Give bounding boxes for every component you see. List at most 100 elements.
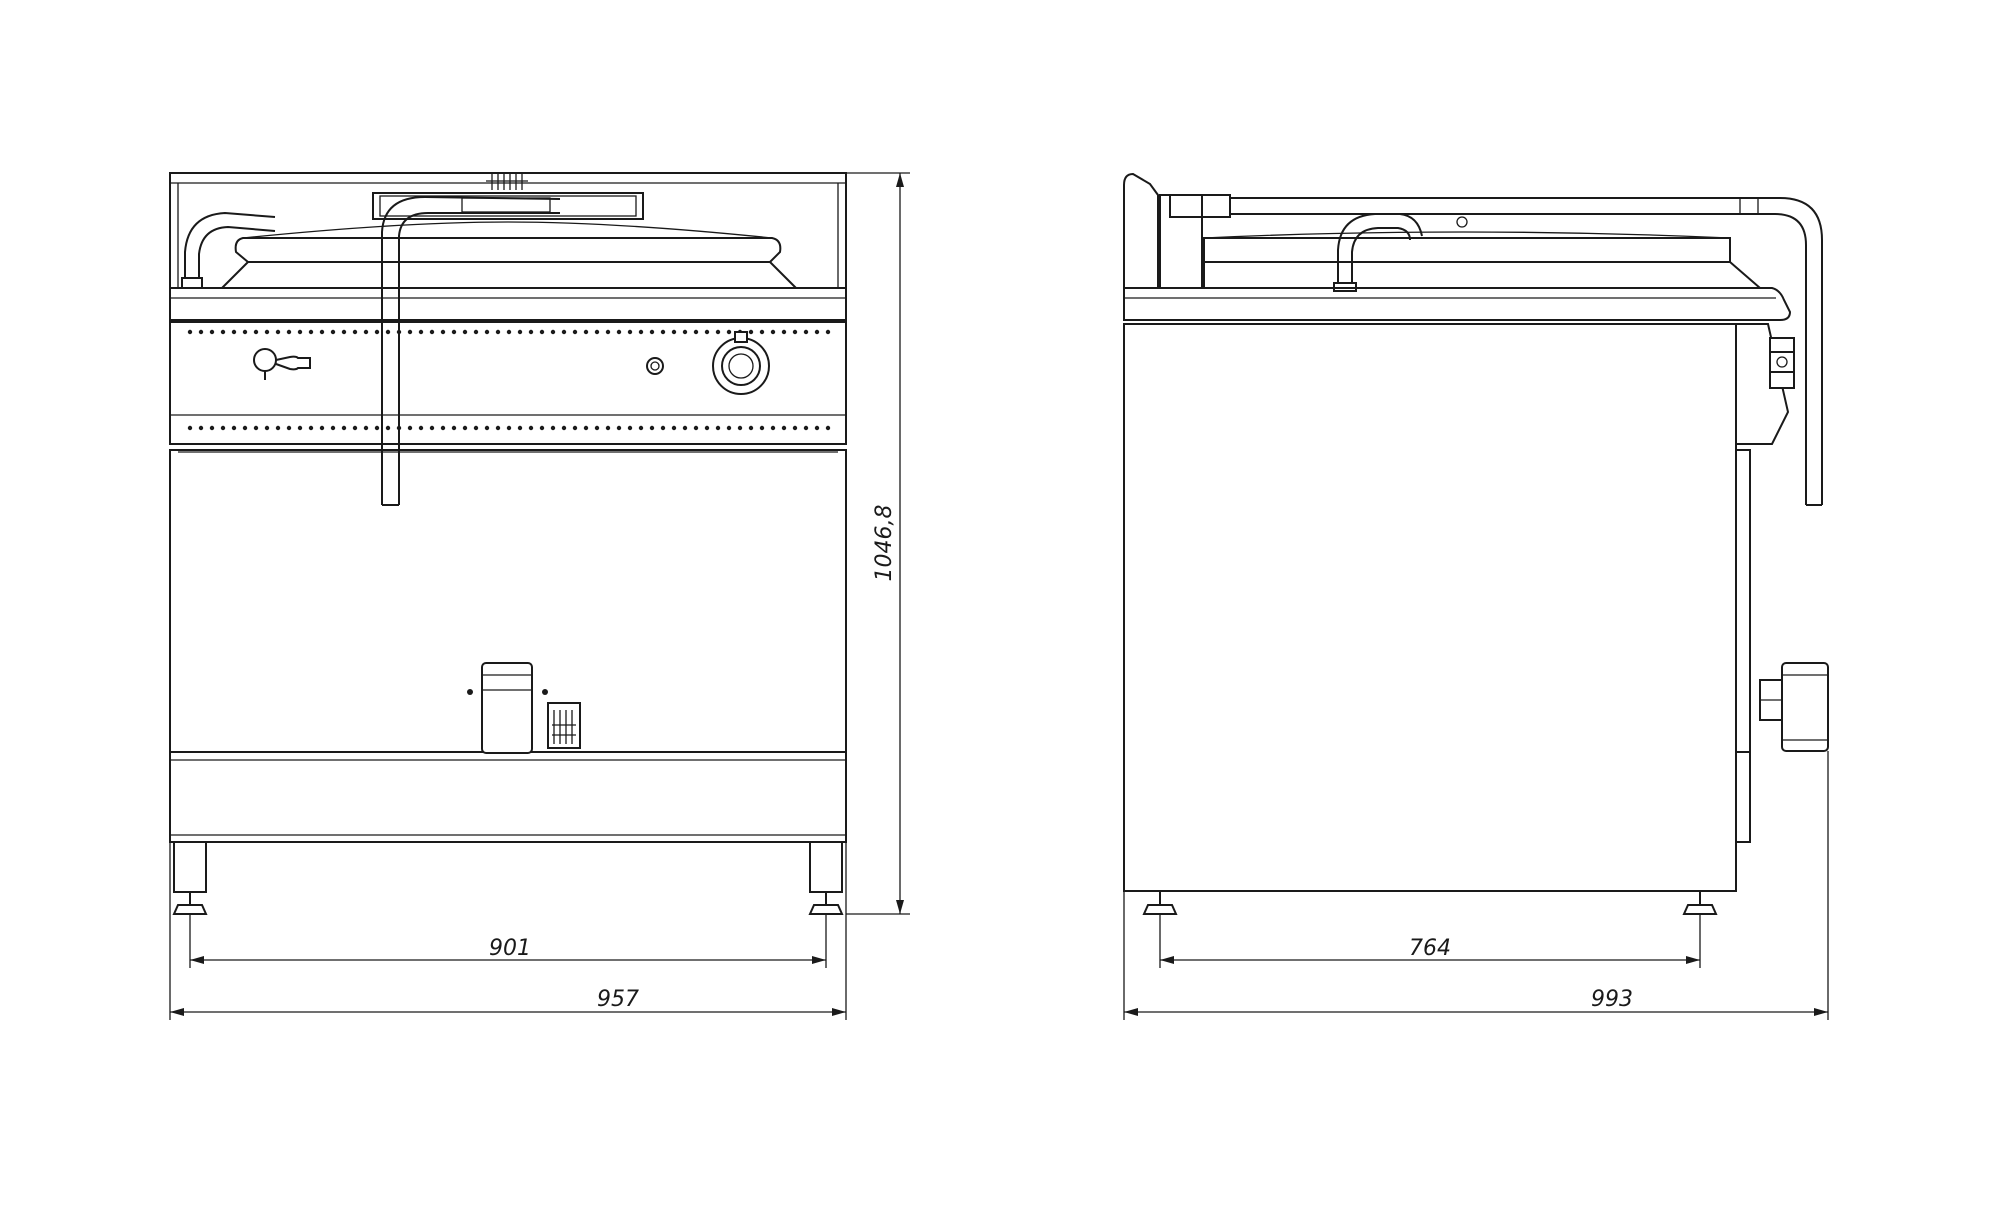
vent-hole <box>418 425 424 431</box>
gas-valve-handle-icon <box>253 348 311 380</box>
vent-hole <box>462 425 468 431</box>
side-leg-back <box>1142 891 1178 915</box>
vent-hole <box>506 329 512 335</box>
vent-hole <box>715 329 721 335</box>
front-lid <box>221 221 797 289</box>
vent-hole <box>396 425 402 431</box>
vent-hole <box>693 425 699 431</box>
vent-hole <box>605 329 611 335</box>
front-width-dimension: 957 <box>169 842 847 1020</box>
vent-hole <box>374 425 380 431</box>
vent-hole <box>341 425 347 431</box>
vent-hole <box>638 425 644 431</box>
front-top-vent <box>486 173 528 190</box>
front-feet-dimension: 901 <box>189 914 827 968</box>
vent-hole <box>352 329 358 335</box>
overall-height-label: 1046,8 <box>872 505 897 582</box>
side-control-strip <box>1736 323 1795 445</box>
vent-hole <box>451 329 457 335</box>
vent-hole <box>462 329 468 335</box>
vent-hole <box>231 425 237 431</box>
vent-hole <box>264 425 270 431</box>
vent-hole <box>748 329 754 335</box>
vent-hole <box>264 329 270 335</box>
vent-hole <box>550 329 556 335</box>
vent-hole <box>726 329 732 335</box>
vent-hole <box>682 425 688 431</box>
front-vent-holes-upper <box>187 329 831 335</box>
vent-hole <box>418 329 424 335</box>
vent-hole <box>385 425 391 431</box>
vent-hole <box>627 329 633 335</box>
vent-hole <box>297 329 303 335</box>
vent-hole <box>495 329 501 335</box>
side-feet-span-label: 764 <box>1409 936 1451 961</box>
front-warning-label <box>547 702 581 749</box>
ignition-button-icon <box>646 357 664 375</box>
vent-hole <box>451 425 457 431</box>
front-control-panel <box>169 321 847 445</box>
vent-hole <box>231 329 237 335</box>
front-vent-holes-lower <box>187 425 831 431</box>
vent-hole <box>704 425 710 431</box>
vent-hole <box>407 329 413 335</box>
vent-hole <box>440 329 446 335</box>
vent-hole <box>616 425 622 431</box>
vent-hole <box>495 425 501 431</box>
vent-hole <box>605 425 611 431</box>
overall-width-label: 957 <box>597 987 639 1012</box>
vent-hole <box>825 425 831 431</box>
vent-hole <box>594 329 600 335</box>
vent-hole <box>693 329 699 335</box>
vent-hole <box>330 329 336 335</box>
vent-hole <box>330 425 336 431</box>
vent-hole <box>792 425 798 431</box>
vent-hole <box>583 425 589 431</box>
vent-hole <box>473 425 479 431</box>
vent-hole <box>671 329 677 335</box>
vent-hole <box>781 329 787 335</box>
vent-hole <box>715 425 721 431</box>
side-hinge-bracket <box>1123 172 1231 289</box>
front-leg-right <box>808 841 844 915</box>
vent-hole <box>198 329 204 335</box>
vent-hole <box>649 425 655 431</box>
vent-hole <box>671 425 677 431</box>
vent-hole <box>242 425 248 431</box>
side-worktop <box>1123 287 1792 321</box>
front-drain-valve <box>467 662 548 754</box>
vent-hole <box>308 329 314 335</box>
front-filling-pipe <box>381 195 561 506</box>
vent-hole <box>253 329 259 335</box>
side-feet-dimension: 764 <box>1159 914 1701 968</box>
side-door-edge <box>1735 449 1751 843</box>
feet-span-label: 901 <box>489 936 531 961</box>
vent-hole <box>286 425 292 431</box>
vent-hole <box>682 329 688 335</box>
side-leg-front <box>1682 891 1718 915</box>
temperature-knob-icon <box>712 331 770 395</box>
vent-hole <box>187 425 193 431</box>
front-leg-left <box>172 841 208 915</box>
vent-hole <box>748 425 754 431</box>
vent-hole <box>660 425 666 431</box>
vent-hole <box>220 425 226 431</box>
front-cabinet <box>169 449 847 843</box>
vent-hole <box>616 329 622 335</box>
vent-hole <box>319 329 325 335</box>
vent-hole <box>649 329 655 335</box>
vent-hole <box>561 425 567 431</box>
vent-hole <box>506 425 512 431</box>
vent-hole <box>528 425 534 431</box>
vent-hole <box>572 425 578 431</box>
vent-hole <box>594 425 600 431</box>
vent-hole <box>814 425 820 431</box>
side-handle-rail <box>1230 197 1823 506</box>
vent-hole <box>803 329 809 335</box>
vent-hole <box>374 329 380 335</box>
side-lid <box>1203 216 1761 289</box>
vent-hole <box>528 329 534 335</box>
vent-hole <box>187 329 193 335</box>
vent-hole <box>539 329 545 335</box>
